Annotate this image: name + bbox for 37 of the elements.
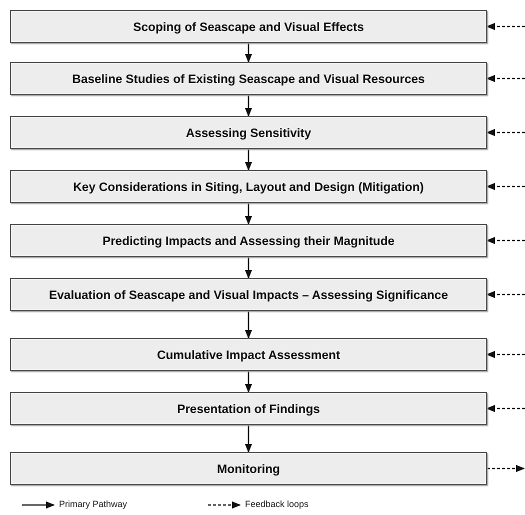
step-label: Evaluation of Seascape and Visual Impacts – Assessing Significance (49, 288, 448, 302)
feedback-arrow (487, 464, 525, 472)
step-label: Baseline Studies of Existing Seascape and Visual Resources (72, 72, 425, 86)
step-label: Scoping of Seascape and Visual Effects (133, 20, 364, 34)
process-box (10, 10, 487, 43)
arrow (244, 371, 252, 393)
step-label: Predicting Impacts and Assessing their Magnitude (102, 234, 395, 248)
step-label: Assessing Sensitivity (186, 126, 312, 140)
legend-label: Primary Pathway (59, 499, 128, 509)
arrow (244, 425, 252, 453)
process-box (10, 452, 487, 485)
step-label: Presentation of Findings (177, 402, 320, 416)
feedback-arrow (486, 74, 525, 82)
arrow (244, 149, 252, 171)
arrow (244, 43, 252, 63)
process-box (10, 116, 487, 149)
feedback-arrow (486, 236, 525, 244)
feedback-arrow (486, 290, 525, 298)
feedback-arrow (486, 350, 525, 358)
step-label: Cumulative Impact Assessment (156, 348, 340, 362)
arrow (244, 203, 252, 225)
feedback-arrow (486, 128, 525, 136)
process-box (10, 62, 487, 95)
step-label: Key Considerations in Siting, Layout and Design (Mitigation) (73, 180, 424, 194)
step-label: Monitoring (217, 462, 280, 476)
arrow (244, 311, 252, 339)
process-box (10, 278, 487, 311)
arrow (244, 95, 252, 117)
process-box (10, 170, 487, 203)
arrow (244, 257, 252, 279)
process-box (10, 338, 487, 371)
process-box (10, 224, 487, 257)
feedback-arrow (486, 22, 525, 30)
feedback-arrow (486, 182, 525, 190)
feedback-arrow (486, 404, 525, 412)
legend-label: Feedback loops (245, 499, 309, 509)
process-box (10, 392, 487, 425)
